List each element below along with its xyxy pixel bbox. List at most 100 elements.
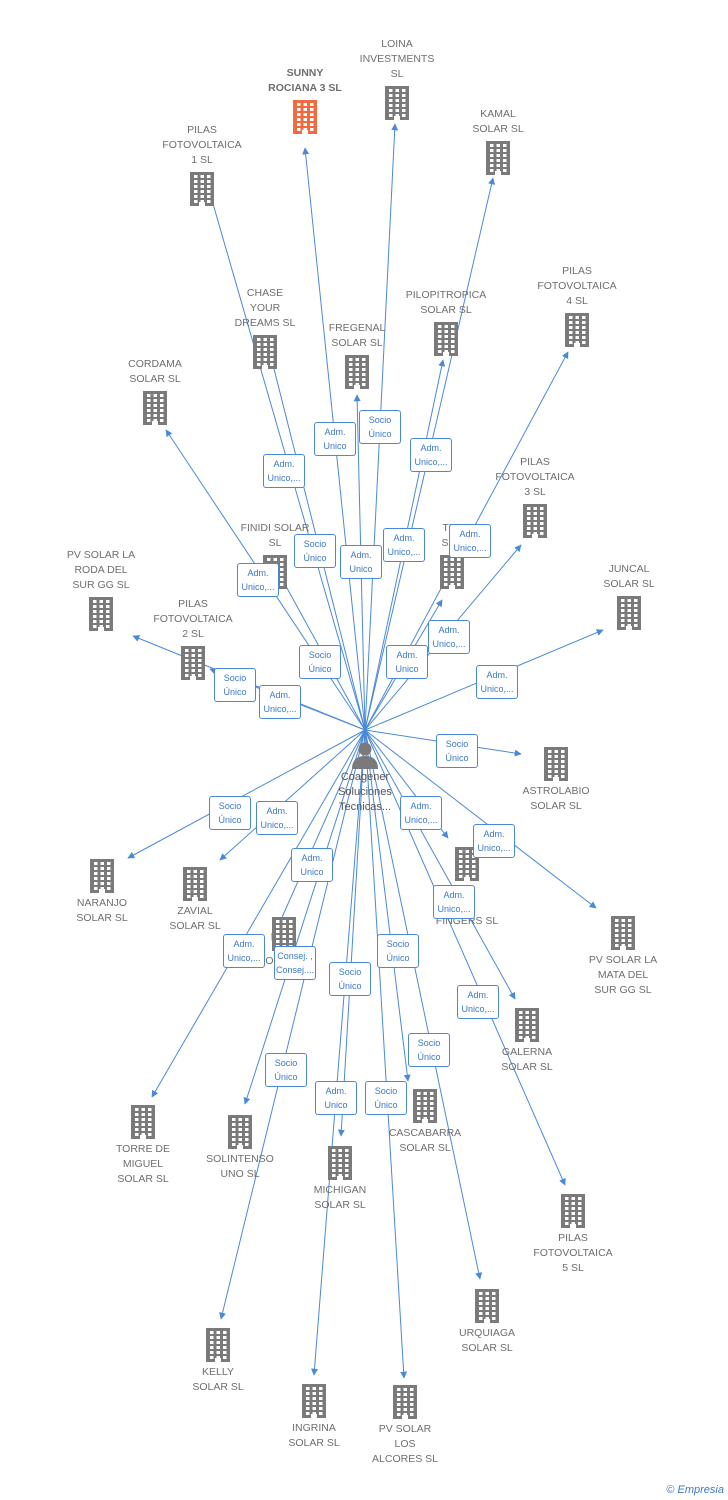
company-label[interactable]: ASTROLABIO SOLAR SL — [522, 785, 590, 812]
relation-label[interactable]: Adm. Unico — [315, 1081, 357, 1115]
building-icon — [475, 1289, 499, 1323]
company-label[interactable]: FINIDI SOLAR SL — [240, 522, 310, 549]
company-node-kelly-solar[interactable]: KELLY SOLAR SL — [158, 1328, 278, 1395]
relation-label[interactable]: Adm. Unico,... — [223, 934, 265, 968]
relation-label[interactable]: Adm. Unico,... — [259, 685, 301, 719]
building-icon — [183, 867, 207, 901]
company-label[interactable]: ZAVIAL SOLAR SL — [169, 905, 221, 932]
company-node-loina-investments[interactable]: LOINA INVESTMENTS SL — [337, 37, 457, 120]
relation-label[interactable]: Socio Único — [359, 410, 401, 444]
company-label[interactable]: CHASE YOUR DREAMS SL — [234, 287, 296, 329]
relation-label[interactable]: Socio Único — [209, 796, 251, 830]
relation-label[interactable]: Adm. Unico — [386, 645, 428, 679]
company-node-sunny-rociana-3[interactable]: SUNNY ROCIANA 3 SL — [245, 66, 365, 134]
edge-galerna-solar — [364, 729, 516, 1000]
brand-name[interactable]: Empresia — [677, 1484, 724, 1496]
company-node-galerna-solar[interactable]: GALERNA SOLAR SL — [467, 1008, 587, 1075]
relation-label[interactable]: Socio Único — [377, 934, 419, 968]
relation-label[interactable]: Adm. Unico,... — [383, 528, 425, 562]
company-label[interactable]: KAMAL SOLAR SL — [472, 108, 524, 135]
building-icon — [515, 1008, 539, 1042]
company-node-pv-solar-los-alcores[interactable]: PV SOLAR LOS ALCORES SL — [345, 1385, 465, 1467]
relation-label[interactable]: Adm. Unico,... — [473, 824, 515, 858]
company-label[interactable]: PV SOLAR LA RODA DEL SUR GG SL — [66, 549, 136, 591]
relation-label[interactable]: Adm. Unico,... — [410, 438, 452, 472]
relation-label[interactable]: Adm. Unico,... — [256, 801, 298, 835]
company-label[interactable]: PV SOLAR LA MATA DEL SUR GG SL — [588, 954, 658, 996]
edge-zavial-solar — [219, 729, 366, 861]
company-label[interactable]: FREGENAL SOLAR SL — [328, 322, 386, 349]
center-node[interactable]: Coagener Soluciones Tecnicas... — [305, 740, 425, 815]
relation-label[interactable]: Socio Único — [294, 534, 336, 568]
company-label[interactable]: URQUIAGA SOLAR SL — [458, 1327, 515, 1354]
relation-label[interactable]: Socio Único — [365, 1081, 407, 1115]
relation-label[interactable]: Adm. Unico — [314, 422, 356, 456]
company-label[interactable]: PILOPITROPICA SOLAR SL — [405, 289, 487, 316]
building-icon — [413, 1089, 437, 1123]
company-label[interactable]: PILAS FOTOVOLTAICA 1 SL — [162, 124, 242, 166]
company-label[interactable]: PV SOLAR LOS ALCORES SL — [372, 1423, 438, 1465]
company-node-pilas-fotovoltaica-3[interactable]: PILAS FOTOVOLTAICA 3 SL — [475, 455, 595, 538]
company-label[interactable]: INGRINA SOLAR SL — [288, 1422, 340, 1449]
company-node-pv-solar-la-mata[interactable]: PV SOLAR LA MATA DEL SUR GG SL — [563, 916, 683, 998]
company-label[interactable]: CORDAMA SOLAR SL — [128, 358, 182, 385]
building-icon — [131, 1105, 155, 1139]
relation-label[interactable]: Adm. Unico,... — [263, 454, 305, 488]
company-node-pv-solar-la-roda[interactable]: PV SOLAR LA RODA DEL SUR GG SL — [41, 548, 161, 631]
company-label[interactable]: GALERNA SOLAR SL — [501, 1046, 553, 1073]
relation-label[interactable]: Socio Único — [299, 645, 341, 679]
company-node-fregenal-solar[interactable]: FREGENAL SOLAR SL — [297, 321, 417, 389]
company-node-cordama-solar[interactable]: CORDAMA SOLAR SL — [95, 357, 215, 425]
company-label[interactable]: CASCABARRA SOLAR SL — [388, 1127, 462, 1154]
company-label[interactable]: SUNNY ROCIANA 3 SL — [268, 67, 342, 94]
company-label[interactable]: NARANJO SOLAR SL — [76, 897, 128, 924]
company-node-pilas-fotovoltaica-5[interactable]: PILAS FOTOVOLTAICA 5 SL — [513, 1194, 633, 1276]
company-node-pilas-fotovoltaica-1[interactable]: PILAS FOTOVOLTAICA 1 SL — [142, 123, 262, 206]
company-label[interactable]: MICHIGAN SOLAR SL — [313, 1184, 367, 1211]
company-label[interactable]: PILAS FOTOVOLTAICA 4 SL — [537, 265, 617, 307]
relation-label[interactable]: Socio Único — [436, 734, 478, 768]
company-label[interactable]: PILAS FOTOVOLTAICA 2 SL — [153, 598, 233, 640]
relation-label[interactable]: Adm. Unico,... — [400, 796, 442, 830]
company-label[interactable]: PILAS FOTOVOLTAICA 5 SL — [533, 1232, 613, 1274]
company-label[interactable]: SOLINTENSO UNO SL — [206, 1153, 274, 1180]
edge-solintenso-uno — [243, 729, 366, 1105]
company-node-torre-de-miguel[interactable]: TORRE DE MIGUEL SOLAR SL — [83, 1105, 203, 1187]
relation-label[interactable]: Adm. Unico,... — [476, 665, 518, 699]
company-node-kamal-solar[interactable]: KAMAL SOLAR SL — [438, 107, 558, 175]
company-node-cascabarra-solar[interactable]: CASCABARRA SOLAR SL — [365, 1089, 485, 1156]
relation-label[interactable]: Consej. , Consej.... — [274, 946, 316, 980]
relation-label[interactable]: Adm. Unico — [340, 545, 382, 579]
company-node-astrolabio-solar[interactable]: ASTROLABIO SOLAR SL — [496, 747, 616, 814]
relation-label[interactable]: Adm. Unico,... — [428, 620, 470, 654]
company-node-pilas-fotovoltaica-4[interactable]: PILAS FOTOVOLTAICA 4 SL — [517, 264, 637, 347]
company-label[interactable]: PILAS FOTOVOLTAICA 3 SL — [495, 456, 575, 498]
company-node-zavial-solar[interactable]: ZAVIAL SOLAR SL — [135, 867, 255, 934]
company-node-urquiaga-solar[interactable]: URQUIAGA SOLAR SL — [427, 1289, 547, 1356]
relation-label[interactable]: Adm. Unico,... — [457, 985, 499, 1019]
company-node-pilas-fotovoltaica-2[interactable]: PILAS FOTOVOLTAICA 2 SL — [133, 597, 253, 680]
company-node-pilopitropica-solar[interactable]: PILOPITROPICA SOLAR SL — [386, 288, 506, 356]
relation-label[interactable]: Socio Único — [265, 1053, 307, 1087]
company-label[interactable]: KELLY SOLAR SL — [192, 1366, 244, 1393]
relation-label[interactable]: Socio Único — [329, 962, 371, 996]
company-label[interactable]: JUNCAL SOLAR SL — [603, 563, 655, 590]
company-node-chase-your-dreams[interactable]: CHASE YOUR DREAMS SL — [205, 286, 325, 369]
relation-label[interactable]: Adm. Unico,... — [433, 885, 475, 919]
relation-label[interactable]: Socio Único — [214, 668, 256, 702]
company-label[interactable]: LOINA INVESTMENTS SL — [359, 38, 435, 80]
company-node-ingrina-solar[interactable]: INGRINA SOLAR SL — [254, 1384, 374, 1451]
relation-label[interactable]: Socio Único — [408, 1033, 450, 1067]
edge-torre-de-miguel — [151, 729, 366, 1098]
company-label[interactable]: TORRE DE MIGUEL SOLAR SL — [115, 1143, 171, 1185]
relation-label[interactable]: Adm. Unico,... — [237, 563, 279, 597]
company-node-michigan-solar[interactable]: MICHIGAN SOLAR SL — [280, 1146, 400, 1213]
center-label[interactable]: Coagener Soluciones Tecnicas... — [338, 771, 392, 813]
company-node-solintenso-uno[interactable]: SOLINTENSO UNO SL — [180, 1115, 300, 1182]
copyright-symbol: © — [666, 1484, 675, 1496]
company-node-juncal-solar[interactable]: JUNCAL SOLAR SL — [569, 562, 689, 630]
relation-label[interactable]: Adm. Unico — [291, 848, 333, 882]
edge-urquiaga-solar — [364, 729, 483, 1280]
company-node-naranjo-solar[interactable]: NARANJO SOLAR SL — [42, 859, 162, 926]
relation-label[interactable]: Adm. Unico,... — [449, 524, 491, 558]
